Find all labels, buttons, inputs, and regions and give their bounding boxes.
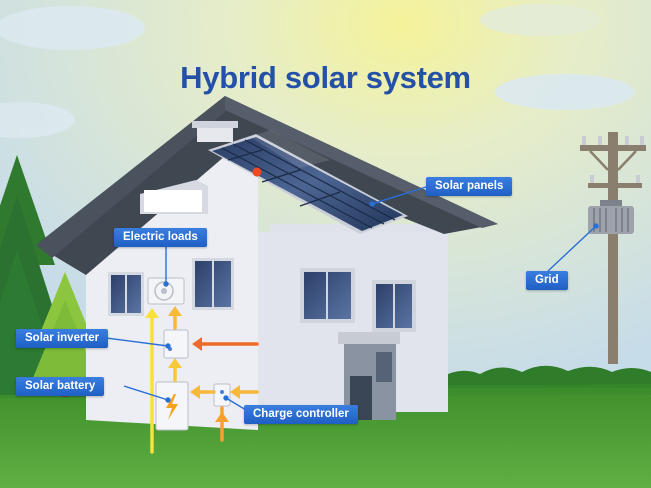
utility-pole-icon — [580, 132, 646, 364]
window-front-left — [108, 272, 144, 316]
inverter-device — [163, 329, 189, 359]
arrowheads — [145, 306, 240, 422]
charge-controller-device — [213, 383, 231, 407]
label-solar-inverter: Solar inverter — [16, 329, 109, 348]
lightning-bolt-icon — [166, 394, 178, 420]
clouds — [0, 4, 635, 138]
label-solar-panels: Solar panels — [426, 177, 513, 196]
window-side-left — [300, 268, 355, 323]
window-front-right — [192, 258, 234, 310]
chimney — [197, 126, 233, 142]
transformer-icon — [588, 200, 634, 234]
diagram-title: Hybrid solar system — [180, 60, 471, 95]
house-front-wall — [86, 120, 258, 430]
air-conditioner-icon — [147, 277, 185, 305]
front-door — [338, 332, 400, 420]
label-charge-controller: Charge controller — [244, 405, 358, 424]
battery-device — [155, 381, 189, 431]
window-side-right — [372, 280, 416, 332]
label-electric-loads: Electric loads — [114, 228, 207, 247]
solar-panel-array — [208, 130, 408, 234]
leader-lines — [105, 186, 599, 411]
label-grid: Grid — [526, 271, 568, 290]
wires — [150, 167, 611, 454]
label-solar-battery: Solar battery — [16, 377, 105, 396]
